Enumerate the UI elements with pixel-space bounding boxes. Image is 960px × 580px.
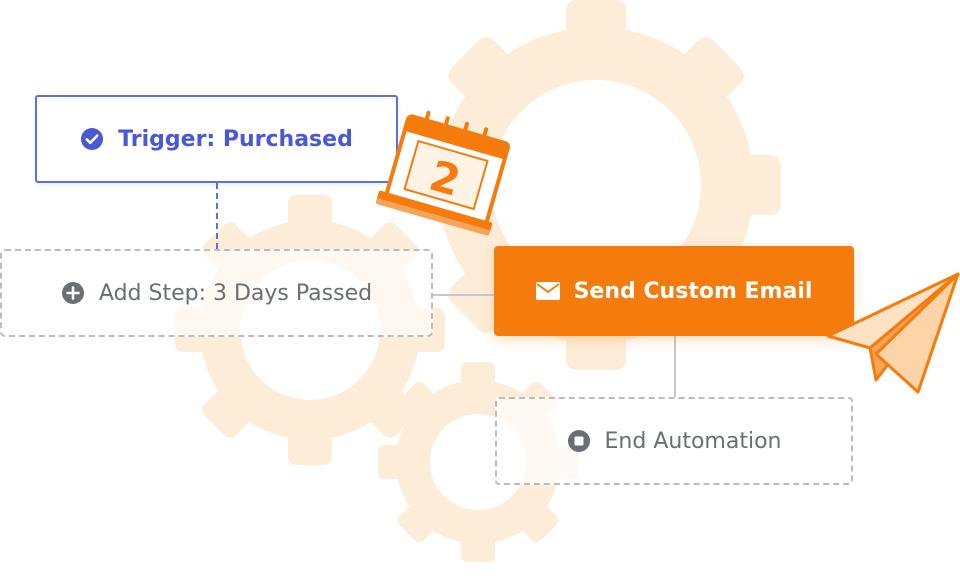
- trigger-node[interactable]: Trigger: Purchased: [35, 95, 398, 183]
- envelope-icon: [535, 282, 560, 300]
- calendar-icon: 2: [375, 110, 511, 236]
- check-circle-icon: [81, 128, 104, 150]
- connector-add-step-to-send-email: [433, 294, 494, 296]
- paper-plane-icon: [826, 272, 960, 394]
- end-automation-node[interactable]: End Automation: [495, 397, 853, 485]
- send-custom-email-node[interactable]: Send Custom Email: [494, 246, 854, 336]
- trigger-label: Trigger: Purchased: [118, 126, 353, 152]
- add-step-label: Add Step: 3 Days Passed: [98, 280, 373, 306]
- plus-circle-icon: [61, 282, 84, 304]
- add-step-node[interactable]: Add Step: 3 Days Passed: [0, 249, 433, 337]
- connector-send-email-to-end: [674, 336, 676, 397]
- stop-circle-icon: [567, 430, 590, 452]
- end-automation-label: End Automation: [604, 428, 782, 454]
- send-email-label: Send Custom Email: [573, 278, 813, 304]
- connector-trigger-to-add-step: [216, 183, 218, 249]
